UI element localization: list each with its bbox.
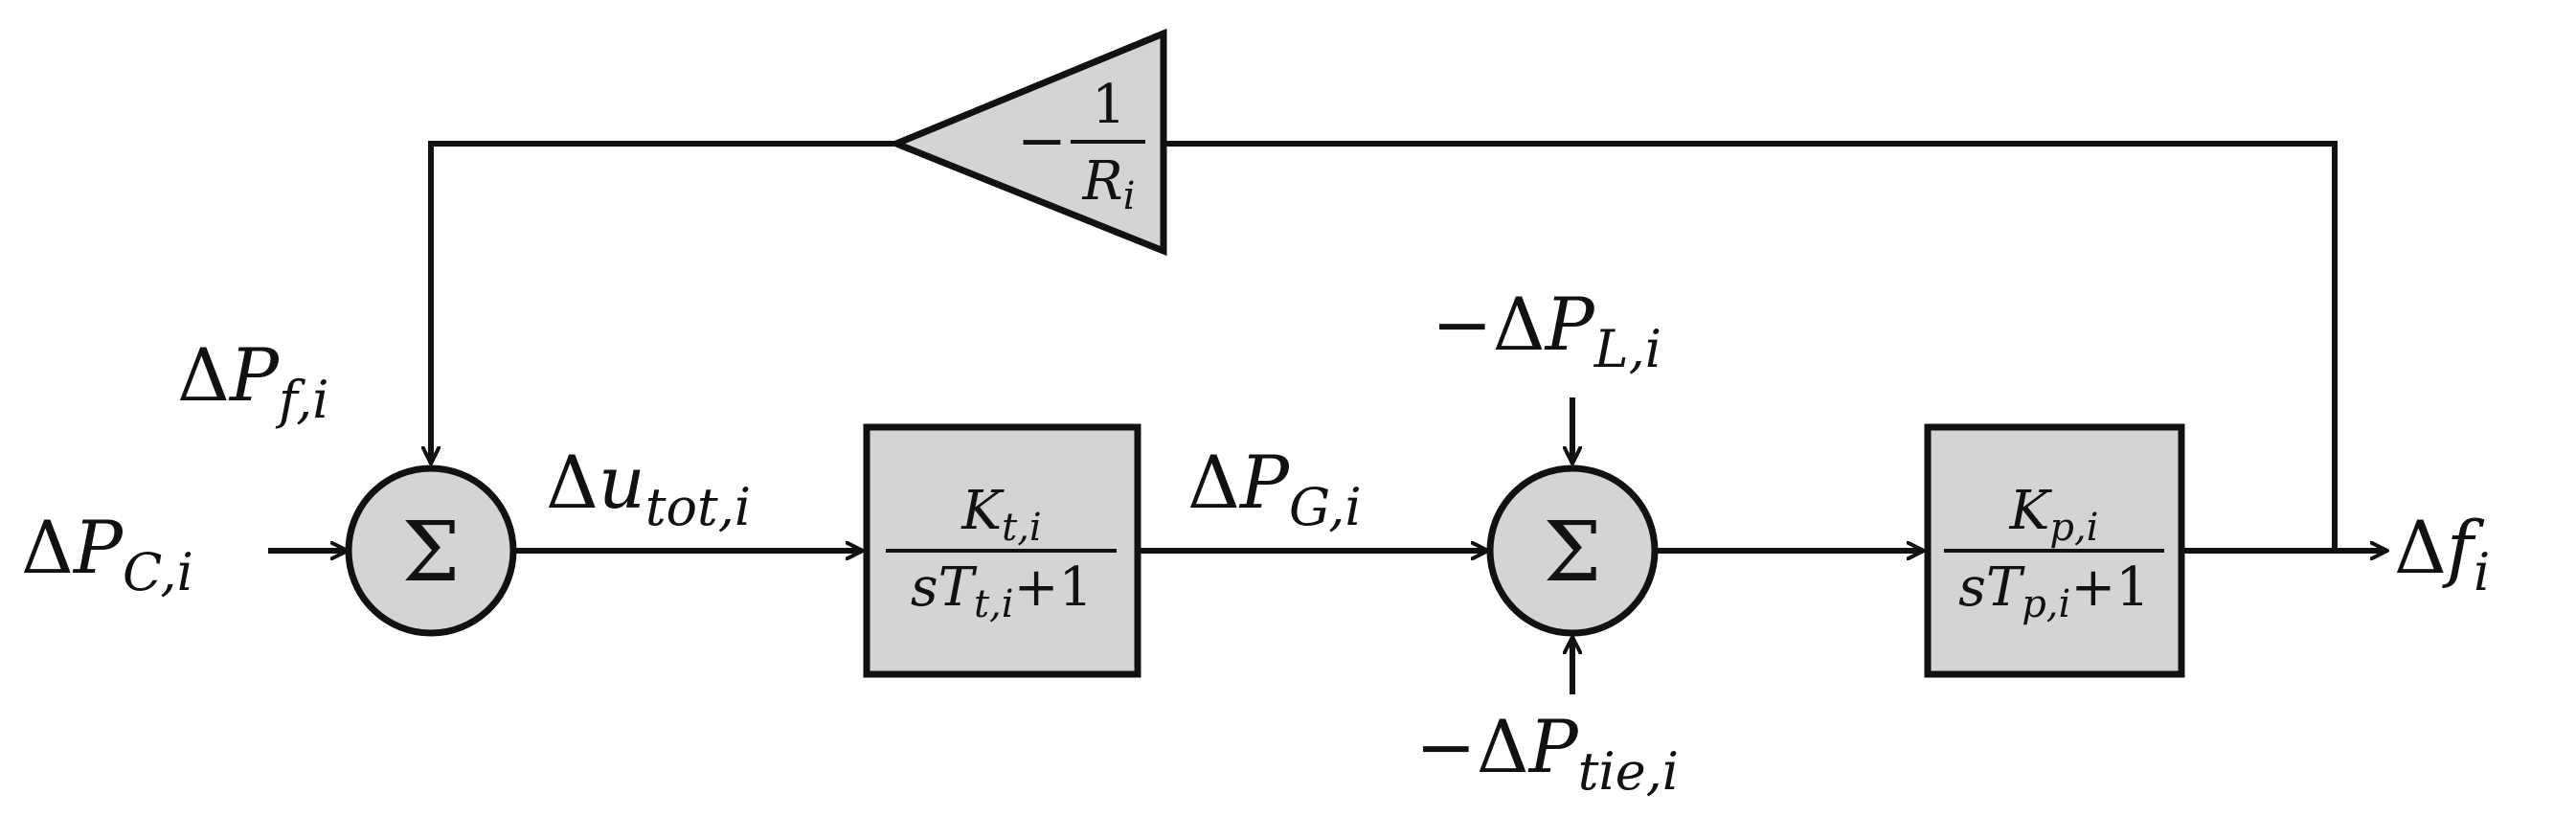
feedback-wire-left xyxy=(431,141,896,463)
output-label: Δfi xyxy=(2394,505,2490,602)
summation-junction-2: Σ xyxy=(1486,465,1659,637)
sigma-in-circle-icon xyxy=(1486,465,1659,637)
generation-label: ΔPG,i xyxy=(1187,440,1362,537)
sigma-in-circle-icon xyxy=(345,465,517,637)
droop-denominator: Ri xyxy=(1082,150,1136,218)
turbine-numerator: Kt,i xyxy=(960,480,1041,550)
feedback-wire-right xyxy=(1161,141,2338,551)
load-disturbance-label: −ΔPL,i xyxy=(1432,282,1661,379)
frequency-feedback-label: ΔPf,i xyxy=(177,332,329,430)
droop-numerator: 1 xyxy=(1092,74,1126,136)
turbine-block: Kt,i sTt,i+1 xyxy=(863,423,1141,678)
control-signal-label: Δutot,i xyxy=(546,440,751,537)
input-label: ΔPC,i xyxy=(21,505,193,602)
summation-junction-1: Σ xyxy=(345,465,517,637)
turbine-denominator: sTt,i+1 xyxy=(911,556,1093,626)
signal-wires xyxy=(268,141,2386,694)
droop-sign: − xyxy=(1017,105,1067,175)
plant-numerator: Kp,i xyxy=(2009,480,2099,550)
plant-denominator: sTp,i+1 xyxy=(1958,556,2150,626)
droop-gain-block: − 1 Ri xyxy=(887,28,1167,257)
plant-block: Kp,i sTp,i+1 xyxy=(1924,423,2185,678)
tie-line-disturbance-label: −ΔPtie,i xyxy=(1415,704,1679,802)
left-pointing-triangle-icon xyxy=(887,28,1167,257)
summation-symbol: Σ xyxy=(1544,505,1602,601)
summation-symbol: Σ xyxy=(402,505,461,601)
